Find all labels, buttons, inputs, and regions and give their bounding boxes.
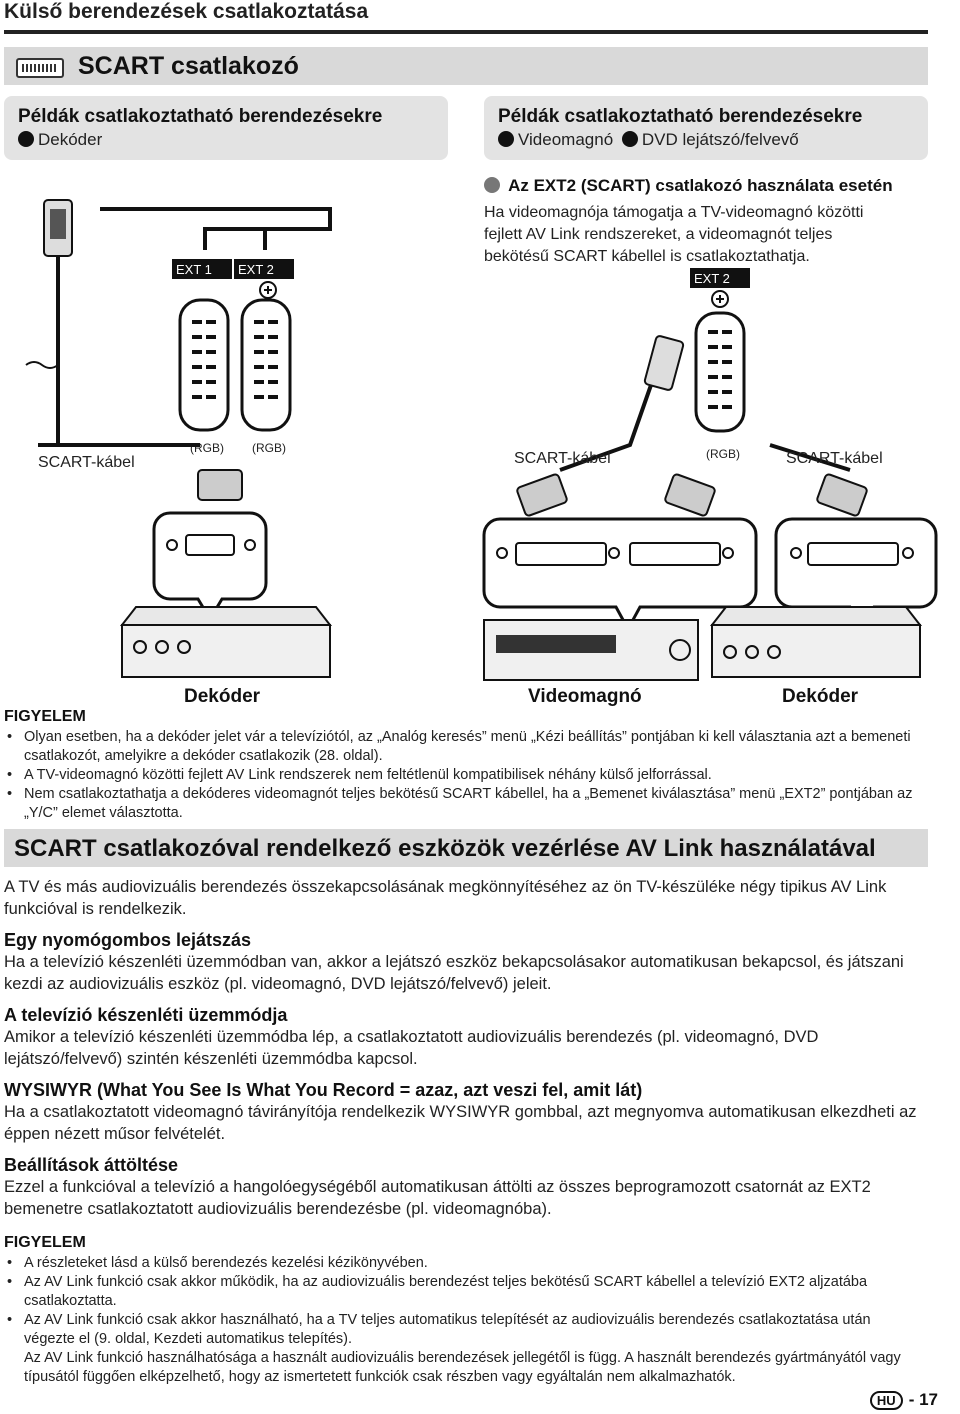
cable-label-middle: SCART-kábel: [514, 450, 611, 467]
example-decoder: Dekóder: [38, 130, 103, 149]
avlink-section-1-title: A televízió készenléti üzemmódja: [4, 1005, 288, 1025]
examples-right-box: Példák csatlakoztatható berendezésekre V…: [484, 96, 928, 160]
examples-left-box: Példák csatlakoztatható berendezésekre D…: [4, 96, 448, 160]
examples-left-items: Dekóder: [18, 130, 102, 150]
tv-scart-socket-ext2-right: EXT 2 (RGB): [690, 268, 750, 461]
figyelem-2-trailer: Az AV Link funkció használhatósága a has…: [24, 1350, 901, 1385]
cable-label-left: SCART-kábel: [38, 454, 135, 471]
rgb-label-3: (RGB): [706, 447, 740, 461]
ext2-label-right: EXT 2: [694, 271, 730, 286]
bullet-dot-icon: [498, 131, 514, 147]
rgb-label-2: (RGB): [252, 441, 286, 455]
avlink-section-2-title: WYSIWYR (What You See Is What You Record…: [4, 1080, 643, 1100]
device-label-vcr: Videomagnó: [528, 686, 642, 707]
avlink-intro: A TV és más audiovizuális berendezés öss…: [4, 878, 887, 918]
figyelem-2-item: Az AV Link funkció csak akkor használhat…: [4, 1311, 914, 1349]
avlink-section-0-title: Egy nyomógombos lejátszás: [4, 930, 252, 950]
examples-right-title: Példák csatlakoztatható berendezésekre: [498, 106, 863, 127]
wavy-break: [25, 361, 59, 369]
ext2-note-title-text: Az EXT2 (SCART) csatlakozó használata es…: [508, 176, 893, 195]
ext2-label: EXT 2: [238, 262, 274, 277]
scart-plug-left-top: [43, 199, 73, 257]
example-vcr: Videomagnó: [518, 130, 614, 149]
tv-scart-socket-ext2: [240, 298, 292, 432]
example-dvd: DVD lejátszó/felvevő: [641, 130, 799, 149]
device-decoder-right: [709, 606, 923, 678]
figyelem-1-head: FIGYELEM: [4, 708, 86, 725]
ext1-port-label-box: EXT 1 EXT 2: [172, 259, 294, 299]
ext2-note: Az EXT2 (SCART) csatlakozó használata es…: [484, 176, 934, 268]
language-badge: HU: [869, 1391, 903, 1410]
avlink-section-3-text: Ezzel a funkcióval a televízió a hangoló…: [4, 1178, 871, 1218]
callout-bubbles: [152, 511, 938, 633]
avlink-section-1-text: Amikor a televízió készenléti üzemmódba …: [4, 1028, 819, 1068]
device-label-decoder-right: Dekóder: [782, 686, 859, 707]
examples-left-title: Példák csatlakoztatható berendezésekre: [18, 106, 383, 127]
figyelem-2-head: FIGYELEM: [4, 1234, 86, 1251]
cable-label-right: SCART-kábel: [786, 450, 883, 467]
figyelem-1-item: Olyan esetben, ha a dekóder jelet vár a …: [4, 728, 928, 766]
connection-diagram: EXT 1 EXT 2 (RGB) (RGB) EXT 2: [25, 199, 938, 681]
avlink-section-2-text: Ha a csatlakoztatott videomagnó távirány…: [4, 1103, 917, 1143]
page-number-text: - 17: [908, 1390, 938, 1409]
scart-plug-middle: [643, 335, 685, 391]
ext1-label: EXT 1: [176, 262, 212, 277]
figyelem-1-item: A TV-videomagnó közötti fejlett AV Link …: [4, 766, 928, 785]
gray-dot-icon: [484, 177, 500, 193]
avlink-section-title: SCART csatlakozóval rendelkező eszközök …: [14, 835, 876, 862]
figyelem-2-item: Az AV Link funkció csak akkor működik, h…: [4, 1273, 914, 1311]
device-label-decoder-left: Dekóder: [184, 686, 261, 707]
tv-scart-socket-ext1: [178, 298, 230, 432]
avlink-section-3-title: Beállítások áttöltése: [4, 1155, 179, 1175]
figyelem-2-item: A részleteket lásd a külső berendezés ke…: [4, 1254, 914, 1273]
device-decoder-left: [119, 606, 333, 678]
scart-section-bar: SCART csatlakozó: [4, 47, 928, 85]
page-title: Külső berendezések csatlakoztatása: [4, 0, 369, 23]
figyelem-1-item: Nem csatlakoztathatja a dekóderes videom…: [4, 785, 928, 823]
avlink-section-bar: SCART csatlakozóval rendelkező eszközök …: [4, 829, 928, 867]
avlink-section-0-text: Ha a televízió készenléti üzemmódban van…: [4, 953, 904, 993]
avlink-content: A TV és más audiovizuális berendezés öss…: [4, 876, 928, 1387]
ext2-note-text: Ha videomagnója támogatja a TV-videomagn…: [484, 204, 864, 265]
header-rule: [4, 30, 928, 34]
bubble-sockets: [166, 534, 914, 566]
ext2-note-title: Az EXT2 (SCART) csatlakozó használata es…: [484, 176, 934, 196]
examples-right-items: Videomagnó DVD lejátszó/felvevő: [498, 130, 799, 150]
device-plugs: [197, 469, 868, 517]
bullet-dot-icon: [621, 131, 638, 147]
page-number: HU - 17: [869, 1390, 938, 1410]
bullet-dot-icon: [18, 131, 34, 147]
device-vcr: [483, 619, 699, 681]
figyelem-1: FIGYELEM Olyan esetben, ha a dekóder jel…: [4, 708, 928, 823]
scart-connector-icon: [16, 58, 64, 78]
scart-section-title: SCART csatlakozó: [78, 52, 299, 80]
